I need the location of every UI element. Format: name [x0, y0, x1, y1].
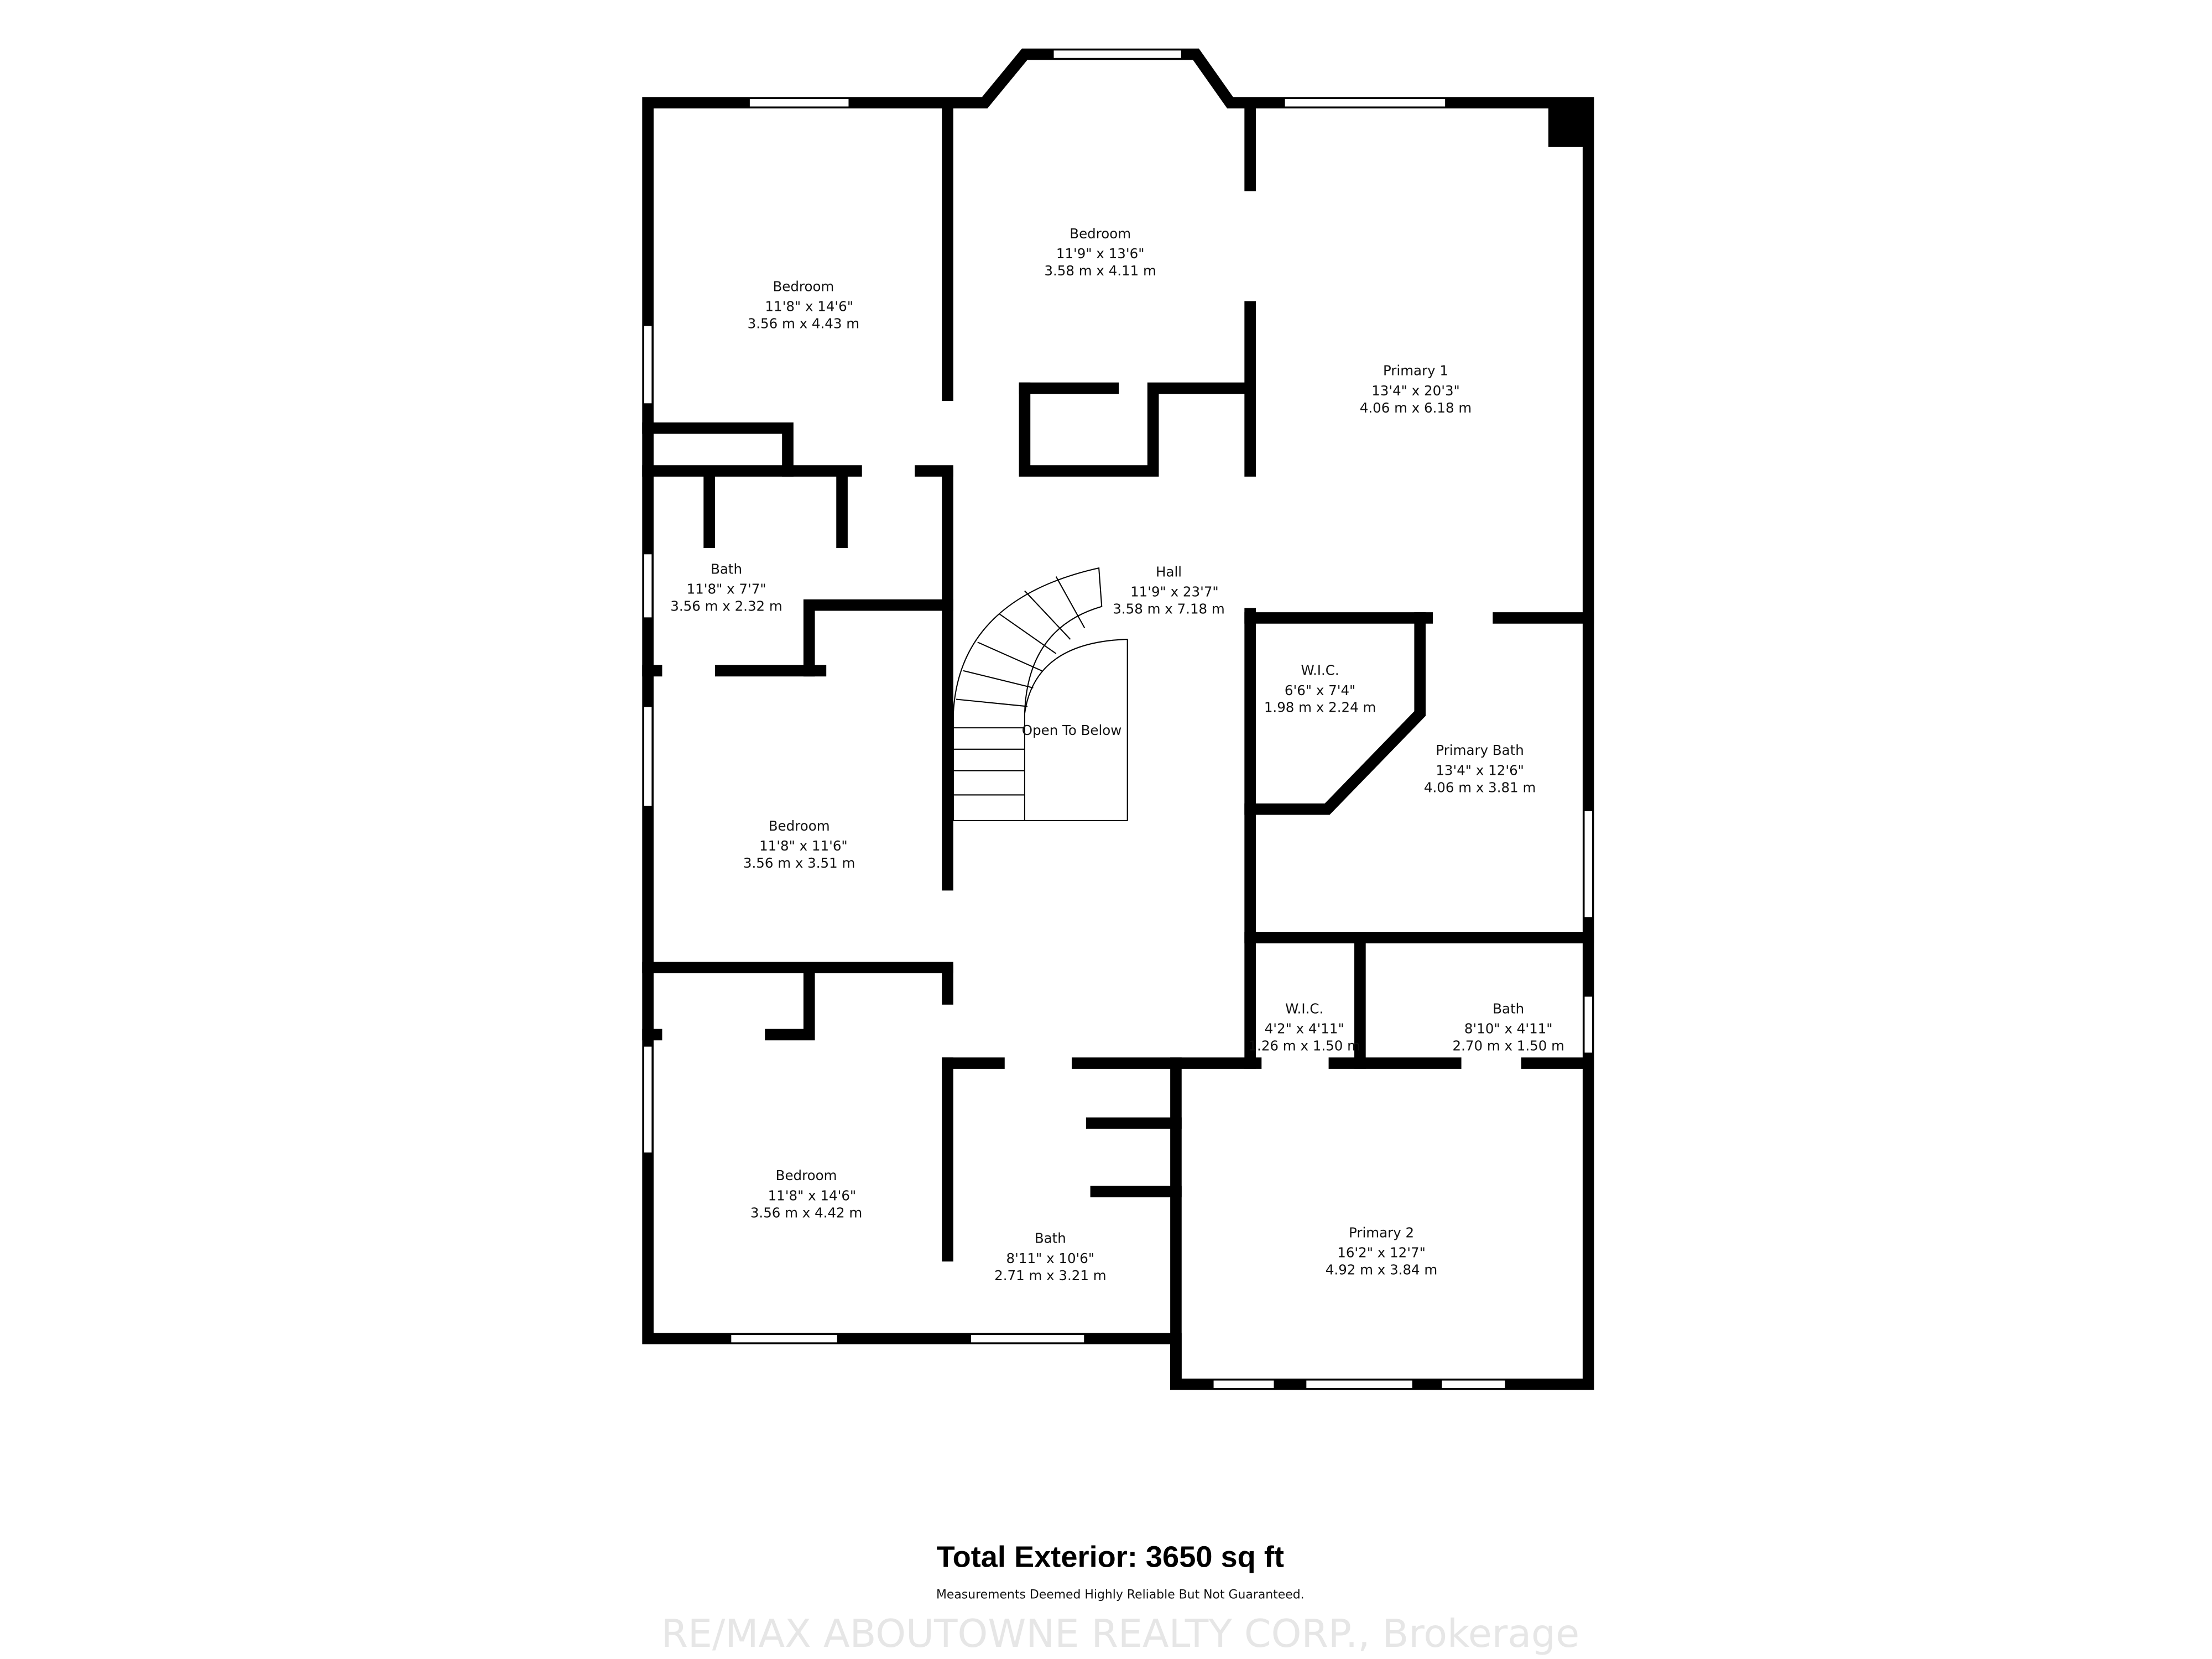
svg-text:4'2" x 4'11": 4'2" x 4'11": [1265, 1020, 1344, 1036]
svg-text:11'8" x 11'6": 11'8" x 11'6": [759, 838, 848, 854]
svg-text:Bath: Bath: [1035, 1230, 1066, 1246]
svg-text:Bedroom: Bedroom: [769, 818, 830, 834]
svg-text:11'9" x 13'6": 11'9" x 13'6": [1056, 246, 1145, 262]
svg-text:W.I.C.: W.I.C.: [1301, 662, 1339, 679]
svg-text:Bath: Bath: [1493, 1000, 1524, 1016]
room-bedroom-w: Bedroom 11'8" x 11'6"3.56 m x 3.51 m: [743, 818, 855, 871]
room-bedroom-sw: Bedroom 11'8" x 14'6"3.56 m x 4.42 m: [750, 1167, 862, 1220]
room-primary-1: Primary 1 13'4" x 20'3"4.06 m x 6.18 m: [1360, 363, 1472, 416]
svg-text:Primary 2: Primary 2: [1349, 1224, 1414, 1240]
total-exterior: Total Exterior: 3650 sq ft: [937, 1541, 1284, 1574]
svg-text:Primary Bath: Primary Bath: [1436, 742, 1524, 758]
open-to-below-label: Open To Below: [1022, 722, 1122, 738]
svg-text:W.I.C.: W.I.C.: [1285, 1000, 1323, 1016]
svg-text:3.56 m x 2.32 m: 3.56 m x 2.32 m: [670, 598, 782, 614]
svg-text:1.26 m x 1.50 m: 1.26 m x 1.50 m: [1248, 1037, 1360, 1053]
svg-text:2.70 m x 1.50 m: 2.70 m x 1.50 m: [1452, 1037, 1564, 1053]
svg-text:4.06 m x 6.18 m: 4.06 m x 6.18 m: [1360, 400, 1472, 416]
room-bedroom-nw: Bedroom 11'8" x 14'6"3.56 m x 4.43 m: [748, 278, 859, 331]
svg-text:11'9" x 23'7": 11'9" x 23'7": [1130, 584, 1219, 600]
room-primary-2: Primary 2 16'2" x 12'7"4.92 m x 3.84 m: [1326, 1224, 1437, 1277]
svg-text:11'8" x 7'7": 11'8" x 7'7": [687, 581, 766, 597]
svg-text:4.06 m x 3.81 m: 4.06 m x 3.81 m: [1424, 779, 1536, 795]
svg-text:3.56 m x 4.43 m: 3.56 m x 4.43 m: [748, 316, 859, 332]
room-bath-s: Bath 8'11" x 10'6"2.71 m x 3.21 m: [994, 1230, 1106, 1284]
svg-text:11'8" x 14'6": 11'8" x 14'6": [765, 299, 853, 315]
svg-text:3.56 m x 3.51 m: 3.56 m x 3.51 m: [743, 855, 855, 871]
room-hall: Hall 11'9" x 23'7"3.58 m x 7.18 m: [1113, 564, 1224, 617]
svg-text:8'11" x 10'6": 8'11" x 10'6": [1006, 1250, 1095, 1266]
svg-text:Bedroom: Bedroom: [1070, 226, 1131, 242]
svg-text:Bath: Bath: [711, 561, 742, 577]
svg-text:3.58 m x 4.11 m: 3.58 m x 4.11 m: [1044, 263, 1156, 279]
svg-text:13'4" x 20'3": 13'4" x 20'3": [1371, 383, 1460, 399]
room-primary-bath: Primary Bath 13'4" x 12'6"4.06 m x 3.81 m: [1424, 742, 1536, 795]
windows: [643, 49, 1594, 1389]
room-bedroom-n: Bedroom 11'9" x 13'6"3.58 m x 4.11 m: [1044, 226, 1156, 279]
svg-text:16'2" x 12'7": 16'2" x 12'7": [1337, 1245, 1426, 1261]
room-wic-2: W.I.C. 4'2" x 4'11"1.26 m x 1.50 m: [1248, 1000, 1360, 1053]
svg-text:13'4" x 12'6": 13'4" x 12'6": [1436, 762, 1524, 778]
svg-text:3.58 m x 7.18 m: 3.58 m x 7.18 m: [1113, 601, 1224, 617]
svg-text:2.71 m x 3.21 m: 2.71 m x 3.21 m: [994, 1267, 1106, 1284]
svg-text:8'10" x 4'11": 8'10" x 4'11": [1464, 1020, 1553, 1036]
svg-text:6'6" x 7'4": 6'6" x 7'4": [1285, 682, 1355, 698]
svg-text:11'8" x 14'6": 11'8" x 14'6": [768, 1187, 857, 1203]
staircase: [952, 567, 1128, 821]
watermark: RE/MAX ABOUTOWNE REALTY CORP., Brokerage: [661, 1611, 1580, 1656]
svg-text:Bedroom: Bedroom: [776, 1167, 837, 1183]
room-bath-e: Bath 8'10" x 4'11"2.70 m x 1.50 m: [1452, 1000, 1564, 1053]
room-wic-1: W.I.C. 6'6" x 7'4" 1.98 m x 2.24 m: [1264, 662, 1376, 716]
disclaimer: Measurements Deemed Highly Reliable But …: [936, 1588, 1305, 1601]
room-bath-w: Bath 11'8" x 7'7"3.56 m x 2.32 m: [670, 561, 782, 614]
svg-text:1.98 m x 2.24 m: 1.98 m x 2.24 m: [1264, 700, 1376, 716]
svg-text:Primary 1: Primary 1: [1383, 363, 1448, 379]
svg-text:4.92 m x 3.84 m: 4.92 m x 3.84 m: [1326, 1262, 1437, 1278]
svg-text:Hall: Hall: [1156, 564, 1182, 580]
svg-text:3.56 m x 4.42 m: 3.56 m x 4.42 m: [750, 1204, 862, 1220]
svg-text:Bedroom: Bedroom: [773, 278, 834, 294]
